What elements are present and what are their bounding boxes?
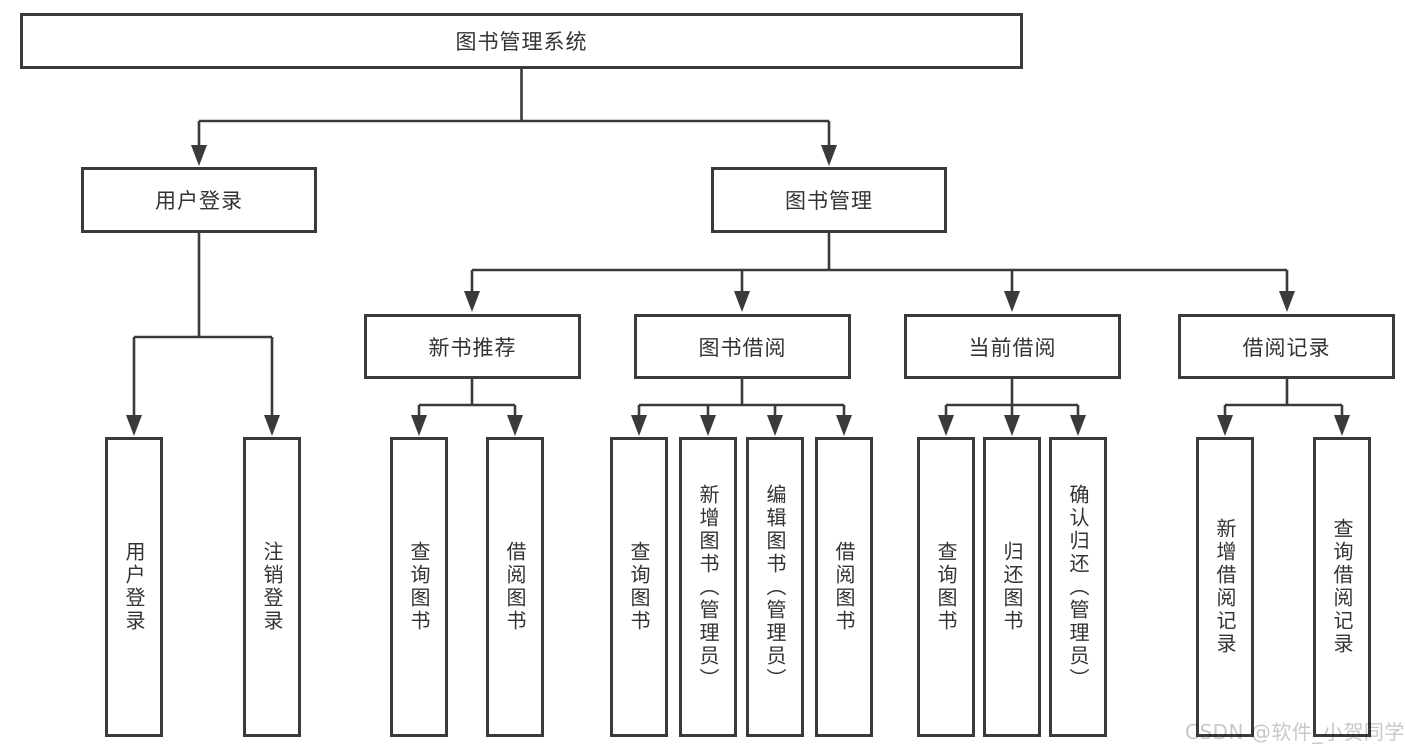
node-label: 查询借阅记录 (1330, 518, 1354, 656)
node-book-management: 图书管理 (711, 167, 947, 233)
node-label: 借阅记录 (1242, 335, 1331, 360)
node-label: 图书借阅 (698, 335, 787, 360)
node-leaf-return-book: 归还图书 (983, 437, 1041, 737)
node-label: 新增图书（管理员） (696, 483, 720, 691)
node-label: 查询图书 (934, 541, 958, 633)
node-label: 新增借阅记录 (1213, 518, 1237, 656)
node-leaf-confirm-return-admin: 确认归还（管理员） (1049, 437, 1107, 737)
node-leaf-edit-book-admin: 编辑图书（管理员） (746, 437, 804, 737)
node-leaf-logout: 注销登录 (243, 437, 301, 737)
node-leaf-borrow-book-1: 借阅图书 (486, 437, 544, 737)
node-current-borrow: 当前借阅 (904, 314, 1121, 379)
node-user-login-group: 用户登录 (81, 167, 317, 233)
node-label: 用户登录 (122, 541, 146, 633)
node-borrow-record: 借阅记录 (1178, 314, 1395, 379)
node-label: 查询图书 (627, 541, 651, 633)
node-book-borrow: 图书借阅 (634, 314, 851, 379)
node-leaf-user-login: 用户登录 (105, 437, 163, 737)
node-label: 图书管理系统 (455, 30, 588, 54)
node-new-book-recommend: 新书推荐 (364, 314, 581, 379)
node-leaf-add-book-admin: 新增图书（管理员） (679, 437, 737, 737)
node-label: 归还图书 (1000, 541, 1024, 633)
node-label: 用户登录 (155, 189, 243, 213)
node-label: 借阅图书 (503, 541, 527, 633)
node-label: 图书管理 (785, 189, 873, 213)
node-label: 注销登录 (260, 541, 284, 633)
node-label: 编辑图书（管理员） (763, 483, 787, 691)
node-leaf-query-borrow-record: 查询借阅记录 (1313, 437, 1371, 737)
node-leaf-query-book-1: 查询图书 (390, 437, 448, 737)
node-leaf-query-book-3: 查询图书 (917, 437, 975, 737)
node-leaf-query-book-2: 查询图书 (610, 437, 668, 737)
node-label: 新书推荐 (428, 335, 517, 360)
node-label: 查询图书 (407, 541, 431, 633)
node-leaf-add-borrow-record: 新增借阅记录 (1196, 437, 1254, 737)
node-leaf-borrow-book-2: 借阅图书 (815, 437, 873, 737)
csdn-watermark: CSDN @软件_小贺同学 (1185, 720, 1405, 744)
node-label: 确认归还（管理员） (1066, 483, 1090, 691)
node-library-management-system: 图书管理系统 (20, 13, 1023, 69)
node-label: 当前借阅 (968, 335, 1057, 360)
node-label: 借阅图书 (832, 541, 856, 633)
